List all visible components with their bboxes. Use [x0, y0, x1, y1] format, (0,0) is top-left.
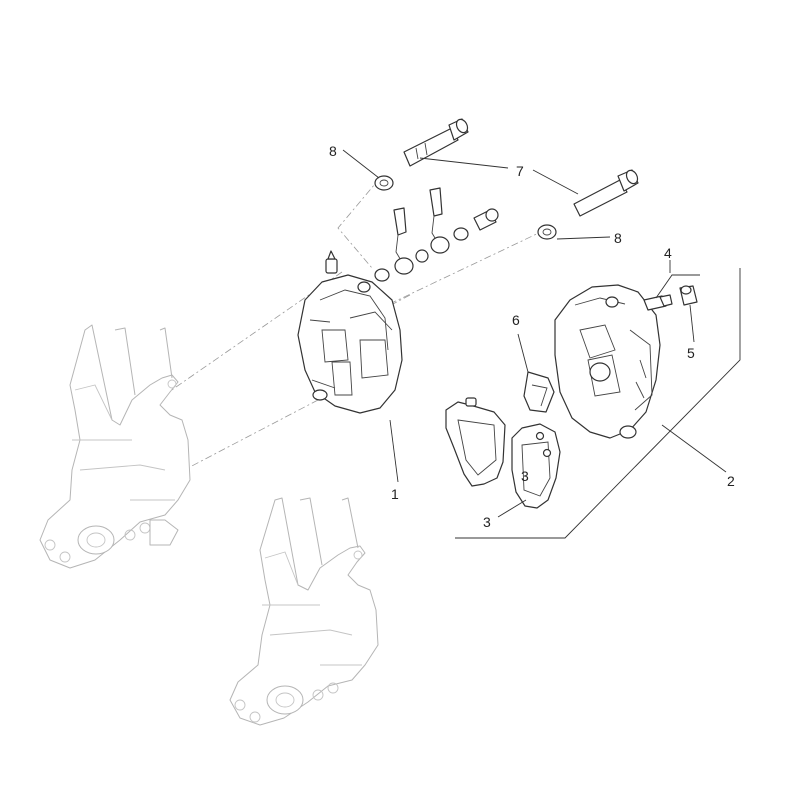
callout-7: 7 — [516, 163, 524, 179]
brake-caliper-right — [554, 284, 661, 439]
callout-4: 4 — [664, 245, 672, 261]
callout-labels: 8 7 8 4 5 6 2 1 3 3 — [329, 143, 735, 530]
brake-hose-fittings — [374, 187, 499, 282]
anti-rattle-spring — [523, 371, 555, 413]
bleed-valve-cap — [679, 285, 698, 306]
callout-2: 2 — [727, 473, 735, 489]
fork-leg-upper — [39, 324, 191, 569]
caliper-bolt-lower — [573, 169, 639, 217]
caliper-bolt-upper — [403, 118, 469, 167]
callout-5: 5 — [687, 345, 695, 361]
washer-lower — [537, 224, 557, 240]
washer-upper — [374, 175, 394, 191]
callout-1: 1 — [391, 486, 399, 502]
fork-leg-lower — [229, 497, 379, 726]
brake-pad-front — [445, 397, 506, 487]
callout-6: 6 — [512, 312, 520, 328]
callout-8-lower: 8 — [614, 230, 622, 246]
brake-pad-rear — [511, 423, 561, 509]
callout-8-upper: 8 — [329, 143, 337, 159]
leader-lines — [342, 149, 727, 518]
callout-3-lower: 3 — [483, 514, 491, 530]
bleed-valve — [643, 294, 673, 311]
callout-3-upper: 3 — [521, 468, 529, 484]
brake-caliper-left — [297, 250, 403, 414]
kit-frame-line — [455, 268, 741, 539]
